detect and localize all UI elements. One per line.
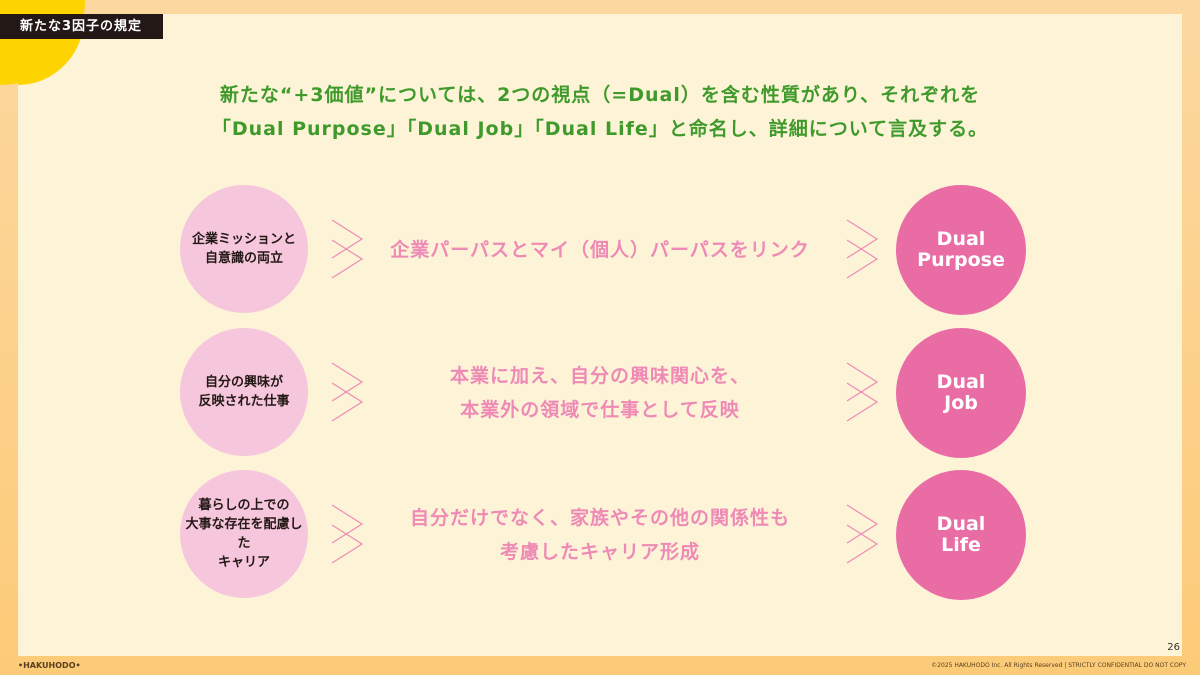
description-line: 自分だけでなく、家族やその他の関係性も: [409, 507, 790, 529]
factor-circle-line: キャリア: [217, 555, 270, 570]
headline-line: 「Dual Purpose」「Dual Job」「Dual Life」と命名し、…: [211, 118, 989, 140]
description-line: 本業に加え、自分の興味関心を、: [449, 365, 750, 387]
description: 本業に加え、自分の興味関心を、本業外の領域で仕事として反映: [365, 328, 835, 458]
description: 企業パーパスとマイ（個人）パーパスをリンク: [365, 185, 835, 315]
chevron-right-icon: [845, 503, 879, 565]
section-tag: 新たな3因子の規定: [0, 14, 163, 39]
page-number: 26: [1167, 642, 1180, 653]
headline-line: 新たな“+3価値”については、2つの視点（=Dual）を含む性質があり、それぞれ…: [219, 84, 981, 106]
factor-circle: 暮らしの上での大事な存在を配慮したキャリア: [180, 470, 308, 598]
chevron-right-icon: [330, 218, 364, 280]
dual-name-circle-line: Dual: [936, 371, 986, 393]
hakuhodo-logo: •HAKUHODO•: [18, 661, 81, 670]
headline: 新たな“+3価値”については、2つの視点（=Dual）を含む性質があり、それぞれ…: [60, 78, 1140, 146]
factor-circle-line: 大事な存在を配慮した: [185, 517, 303, 551]
description-line: 企業パーパスとマイ（個人）パーパスをリンク: [390, 239, 810, 261]
chevron-right-icon: [845, 361, 879, 423]
description-line: 本業外の領域で仕事として反映: [460, 399, 740, 421]
description: 自分だけでなく、家族やその他の関係性も考慮したキャリア形成: [365, 470, 835, 600]
chevron-right-icon: [845, 218, 879, 280]
chevron-right-icon: [330, 361, 364, 423]
factor-row: 暮らしの上での大事な存在を配慮したキャリア自分だけでなく、家族やその他の関係性も…: [180, 470, 1030, 600]
factor-circle-line: 自意識の両立: [204, 251, 283, 266]
factor-circle: 企業ミッションと自意識の両立: [180, 185, 308, 313]
factor-circle-line: 暮らしの上での: [198, 498, 290, 513]
factor-row: 自分の興味が反映された仕事本業に加え、自分の興味関心を、本業外の領域で仕事として…: [180, 328, 1030, 458]
dual-name-circle-line: Job: [944, 392, 978, 414]
copyright: ©2025 HAKUHODO Inc. All Rights Reserved …: [931, 662, 1186, 669]
factor-circle-line: 自分の興味が: [204, 375, 283, 390]
factor-circle-line: 企業ミッションと: [191, 232, 296, 247]
chevron-right-icon: [330, 503, 364, 565]
dual-name-circle-line: Purpose: [917, 249, 1005, 271]
factor-circle: 自分の興味が反映された仕事: [180, 328, 308, 456]
dual-name-circle-line: Life: [941, 534, 981, 556]
factor-circle-line: 反映された仕事: [198, 394, 290, 409]
dual-name-circle-line: Dual: [936, 228, 986, 250]
description-line: 考慮したキャリア形成: [499, 541, 700, 563]
dual-name-circle-line: Dual: [936, 513, 986, 535]
